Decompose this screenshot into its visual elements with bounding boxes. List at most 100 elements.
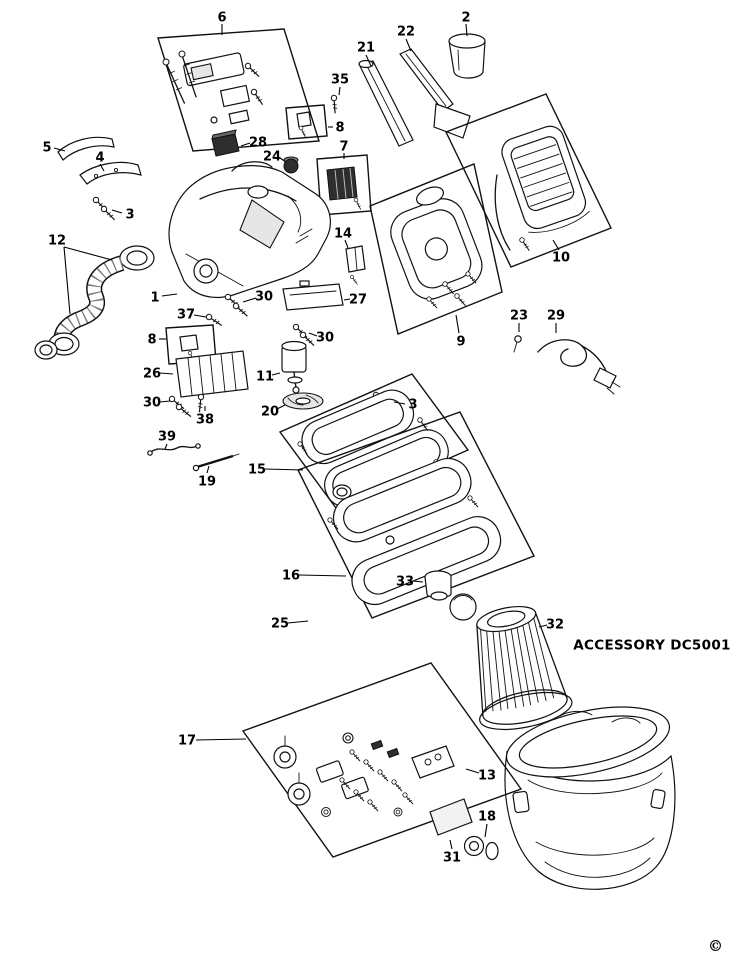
leader-line-21 [365,54,372,67]
part-label-10: 10 [552,251,570,266]
part-38-screw [193,392,209,413]
part-label-38: 38 [196,413,214,428]
part-20-impeller [282,392,324,410]
leader-line-16 [298,574,347,577]
part-31-pad [429,798,473,836]
part-23-clip [513,335,522,353]
part-label-19: 19 [198,475,216,490]
part-label-23: 23 [510,309,528,324]
part-14-bracket [345,245,366,285]
part-label-13: 13 [478,769,496,784]
part-label-15: 15 [248,463,266,478]
leader-line-9 [455,314,460,334]
assembly-box-6 [149,28,320,152]
assembly-box-10 [445,93,612,268]
leader-line-17 [195,738,247,741]
part-2-adapter [448,33,486,79]
leader-line-12 [63,246,71,315]
part-24-knob [283,156,299,174]
part-label-7: 7 [339,140,348,155]
assembly-box-9 [369,163,503,335]
part-label-16: 16 [282,569,300,584]
part-label-2: 2 [461,11,470,26]
part-label-30b: 30 [316,331,334,346]
accessory-tank [504,706,676,890]
part-label-29: 29 [547,309,565,324]
copyright-mark: © [708,937,723,955]
leader-line-19 [206,465,210,474]
part-label-35: 35 [331,73,349,88]
part-label-27: 27 [349,293,367,308]
part-label-11: 11 [256,370,274,385]
part-label-3b: 3 [408,398,417,413]
leader-line-35 [338,86,341,96]
assembly-box-16 [297,411,535,619]
part-35-screw [326,93,344,114]
part-21-nozzle [358,59,414,147]
part-27-plate [282,280,344,311]
leader-line-28 [240,142,251,147]
part-label-8a: 8 [335,121,344,136]
part-22-nozzle [399,48,471,139]
part-label-21: 21 [357,41,375,56]
leader-line-14 [344,239,349,249]
leader-line-27 [343,298,351,301]
part-label-28: 28 [249,136,267,151]
leader-line-26 [159,372,174,375]
leader-line-13 [465,768,480,774]
part-label-30a: 30 [255,290,273,305]
part-12-hose [34,245,155,360]
part-label-4: 4 [95,151,104,166]
part-label-31: 31 [443,851,461,866]
part-33-cup [424,570,452,601]
leader-line-3a [111,209,123,214]
part-label-accessory: ACCESSORY DC5001 [573,638,730,654]
part-label-12: 12 [48,234,66,249]
leader-line-24 [279,157,287,163]
leader-line-10 [552,239,560,251]
leader-line-30b [308,332,318,337]
part-label-3a: 3 [125,208,134,223]
part-39-wire [147,443,201,456]
leader-line-30c [159,400,171,403]
part-label-25: 25 [271,617,289,632]
part-label-6: 6 [217,11,226,26]
leader-line-18 [484,823,488,838]
part-label-37: 37 [177,308,195,323]
part-label-8b: 8 [147,333,156,348]
part-label-30c: 30 [143,396,161,411]
leader-line-11 [271,372,281,376]
part-label-1: 1 [150,291,159,306]
part-label-22: 22 [397,25,415,40]
assembly-box-8a [285,104,328,140]
part-3a-screws [90,195,119,221]
part-37-screw [204,313,224,327]
leader-line-31 [449,839,453,850]
leader-line-22 [405,38,412,52]
leader-line-5 [53,147,66,152]
part-26-cage [175,350,249,398]
part-label-20: 20 [261,405,279,420]
leader-line-15 [264,468,304,471]
leader-line-39 [164,443,168,450]
leader-line-3b [393,401,406,405]
part-label-18: 18 [478,810,496,825]
part-30c-screws [167,395,194,418]
part-5-handle [57,136,115,161]
part-label-14: 14 [334,227,352,242]
part-18-rings [463,835,499,861]
leader-line-12 [63,246,113,261]
part-1-housing [168,161,331,299]
part-label-33: 33 [396,575,414,590]
part-29-cord [537,339,621,395]
part-label-26: 26 [143,367,161,382]
part-label-39: 39 [158,430,176,445]
leader-line-2 [465,23,468,37]
part-label-24: 24 [263,150,281,165]
leader-line-32 [538,624,548,628]
part-32-filter [476,605,573,731]
leader-line-20 [276,404,286,410]
leader-line-25 [287,620,309,624]
